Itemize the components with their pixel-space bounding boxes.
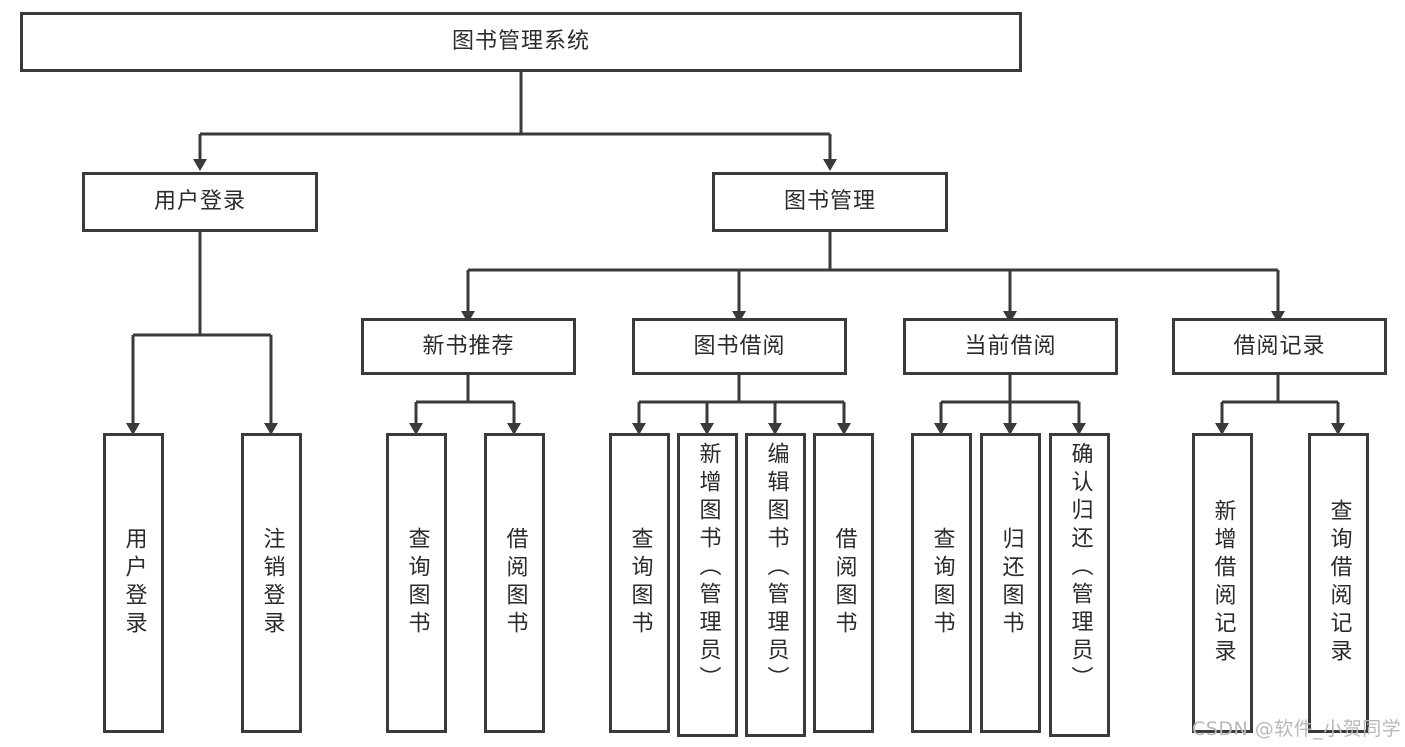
node-label: 新书推荐 xyxy=(422,333,515,359)
leaf-logout[interactable]: 注销登录 xyxy=(241,433,302,733)
node-label: 注销登录 xyxy=(259,527,285,639)
node-book-management[interactable]: 图书管理 xyxy=(712,172,948,232)
edge-group-root xyxy=(193,72,837,171)
node-label: 编辑图书（管理员） xyxy=(763,442,789,694)
leaf-add-borrow-record[interactable]: 新增借阅记录 xyxy=(1192,433,1253,733)
leaf-query-book-recommend[interactable]: 查询图书 xyxy=(386,433,447,733)
node-label: 查询借阅记录 xyxy=(1326,499,1352,667)
node-label: 当前借阅 xyxy=(964,333,1057,359)
node-label: 确认归还（管理员） xyxy=(1067,442,1093,694)
leaf-borrow-book[interactable]: 借阅图书 xyxy=(813,433,874,733)
leaf-confirm-return-admin[interactable]: 确认归还（管理员） xyxy=(1049,433,1110,737)
node-new-book-recommend[interactable]: 新书推荐 xyxy=(361,318,576,375)
node-label: 图书管理系统 xyxy=(451,29,590,55)
leaf-query-book-borrow[interactable]: 查询图书 xyxy=(609,433,670,733)
node-user-login[interactable]: 用户登录 xyxy=(82,172,318,232)
watermark: CSDN @软件_小贺同学 xyxy=(1192,718,1402,740)
node-label: 借阅图书 xyxy=(502,527,528,639)
leaf-borrow-book-recommend[interactable]: 借阅图书 xyxy=(484,433,545,733)
leaf-query-borrow-record[interactable]: 查询借阅记录 xyxy=(1308,433,1369,733)
node-current-borrow[interactable]: 当前借阅 xyxy=(903,318,1118,375)
node-label: 用户登录 xyxy=(121,527,147,639)
node-label: 归还图书 xyxy=(998,527,1024,639)
node-book-borrow[interactable]: 图书借阅 xyxy=(632,318,847,375)
node-label: 图书借阅 xyxy=(693,333,786,359)
node-label: 图书管理 xyxy=(783,189,876,215)
edge-group-current-borrow xyxy=(934,375,1086,435)
edge-group-new-book xyxy=(409,375,521,435)
node-label: 用户登录 xyxy=(153,189,246,215)
node-label: 查询图书 xyxy=(404,527,430,639)
leaf-user-login[interactable]: 用户登录 xyxy=(103,433,164,733)
edge-group-book-borrow xyxy=(632,375,851,435)
node-label: 新增借阅记录 xyxy=(1210,499,1236,667)
node-borrow-record[interactable]: 借阅记录 xyxy=(1172,318,1387,375)
node-root-book-management-system[interactable]: 图书管理系统 xyxy=(20,12,1022,72)
node-label: 借阅记录 xyxy=(1233,333,1326,359)
leaf-return-book[interactable]: 归还图书 xyxy=(980,433,1041,733)
edge-group-borrow-record xyxy=(1215,375,1345,435)
node-label: 新增图书（管理员） xyxy=(695,442,721,694)
edge-group-user-login xyxy=(126,232,278,435)
leaf-edit-book-admin[interactable]: 编辑图书（管理员） xyxy=(745,433,806,737)
edge-group-book-management xyxy=(461,232,1285,323)
leaf-query-book-current[interactable]: 查询图书 xyxy=(911,433,972,733)
node-label: 查询图书 xyxy=(627,527,653,639)
node-label: 查询图书 xyxy=(929,527,955,639)
leaf-add-book-admin[interactable]: 新增图书（管理员） xyxy=(677,433,738,737)
node-label: 借阅图书 xyxy=(831,527,857,639)
